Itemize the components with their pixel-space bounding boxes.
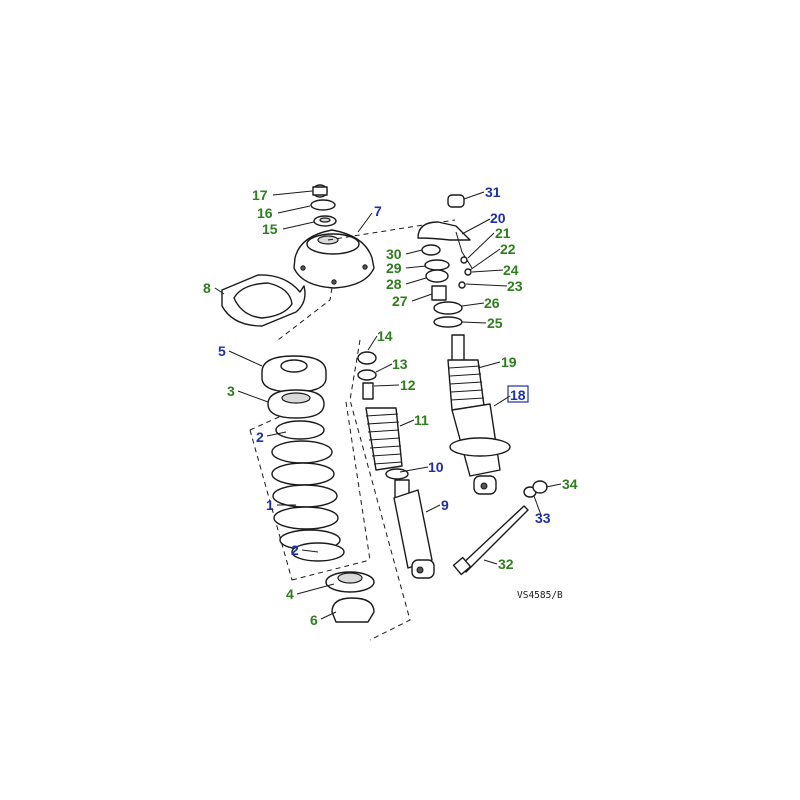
callout-9: 9 <box>441 497 449 513</box>
callout-31: 31 <box>485 184 501 200</box>
callout-25: 25 <box>487 315 503 331</box>
callout-7: 7 <box>374 203 382 219</box>
part-gasket-plate <box>221 274 306 327</box>
callout-26: 26 <box>484 295 500 311</box>
callout-14: 14 <box>377 328 393 344</box>
reference-code: VS4585/B <box>517 590 563 601</box>
guide-lines <box>249 219 456 641</box>
callout-27: 27 <box>392 293 408 309</box>
callout-15: 15 <box>262 221 278 237</box>
part-coil-spring <box>271 420 345 562</box>
callout-34: 34 <box>562 476 578 492</box>
part-upper-washer-stack <box>310 184 337 227</box>
callout-24: 24 <box>503 262 519 278</box>
callout-22: 22 <box>500 241 516 257</box>
part-lower-seats <box>325 571 375 623</box>
callout-4: 4 <box>286 586 294 602</box>
callout-leaders <box>214 190 562 620</box>
part-bump-stop-stack <box>357 351 377 400</box>
callout-23: 23 <box>507 278 523 294</box>
callout-12: 12 <box>400 377 416 393</box>
part-strut-assembly <box>447 334 511 495</box>
part-spring-seats <box>261 355 327 419</box>
callout-30: 30 <box>386 246 402 262</box>
callout-19: 19 <box>501 354 517 370</box>
callout-18-box <box>507 385 529 403</box>
callout-3: 3 <box>227 383 235 399</box>
callout-17: 17 <box>252 187 268 203</box>
callout-13: 13 <box>392 356 408 372</box>
callout-32: 32 <box>498 556 514 572</box>
callout-5: 5 <box>218 343 226 359</box>
part-cap-and-pipe <box>417 194 473 289</box>
callout-2: 2 <box>256 429 264 445</box>
part-damper-left <box>385 468 435 579</box>
callout-18: 18 <box>510 387 526 403</box>
callout-20: 20 <box>490 210 506 226</box>
callout-29: 29 <box>386 260 402 276</box>
callout-11: 11 <box>414 412 429 428</box>
part-right-washer-stack <box>421 244 463 328</box>
callout-8: 8 <box>203 280 211 296</box>
part-gaiter <box>365 407 403 471</box>
part-top-mount-cup <box>293 229 375 289</box>
callout-6: 6 <box>310 612 318 628</box>
callout-labels: 1 2 2 3 4 5 6 7 8 9 10 11 12 13 14 15 16… <box>203 184 578 628</box>
callout-16: 16 <box>257 205 273 221</box>
callout-21: 21 <box>495 225 511 241</box>
callout-2b: 2 <box>291 542 299 558</box>
callout-28: 28 <box>386 276 402 292</box>
callout-10: 10 <box>428 459 444 475</box>
callout-33: 33 <box>535 510 551 526</box>
callout-1: 1 <box>266 497 274 513</box>
